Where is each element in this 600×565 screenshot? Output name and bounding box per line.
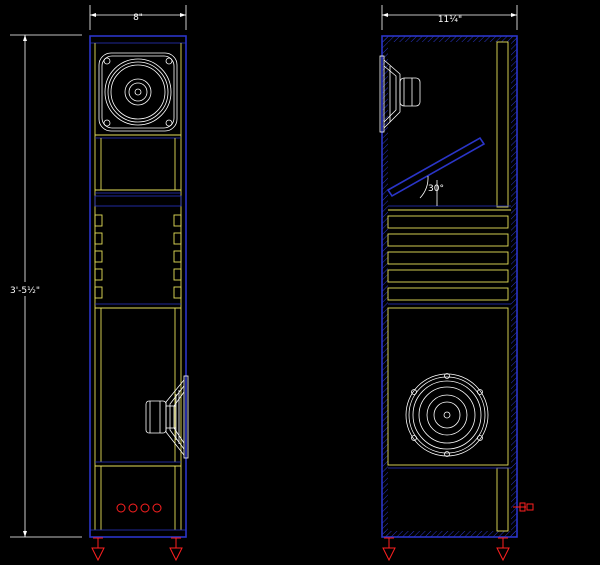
side-feet <box>382 537 510 562</box>
dimension-depth-side: 11¼" <box>381 5 518 30</box>
side-bottom-wall <box>382 531 517 537</box>
side-woofer-front <box>405 373 489 457</box>
height-label: 3'-5½" <box>10 286 40 296</box>
front-feet <box>91 537 183 562</box>
side-midrange-profile <box>379 55 421 133</box>
side-terminal <box>513 502 534 512</box>
side-view: 30° <box>379 35 534 562</box>
baffle-angle-label: 30° <box>428 184 444 194</box>
side-port-panels <box>387 215 509 301</box>
side-back-wall <box>511 36 517 537</box>
side-angled-baffle: 30° <box>386 136 486 206</box>
side-top-wall <box>382 36 517 42</box>
front-terminals <box>116 503 162 513</box>
front-midrange-driver <box>98 52 178 132</box>
side-front-baffle <box>382 36 388 537</box>
front-width-label: 8" <box>133 13 143 23</box>
dimension-height: 3'-5½" <box>6 34 82 538</box>
front-woofer-profile <box>145 375 189 459</box>
front-port-slots <box>94 214 182 299</box>
dimension-width-front: 8" <box>89 5 187 30</box>
side-depth-label: 11¼" <box>438 15 462 25</box>
front-cabinet-outline <box>89 35 187 538</box>
front-view <box>89 35 189 562</box>
